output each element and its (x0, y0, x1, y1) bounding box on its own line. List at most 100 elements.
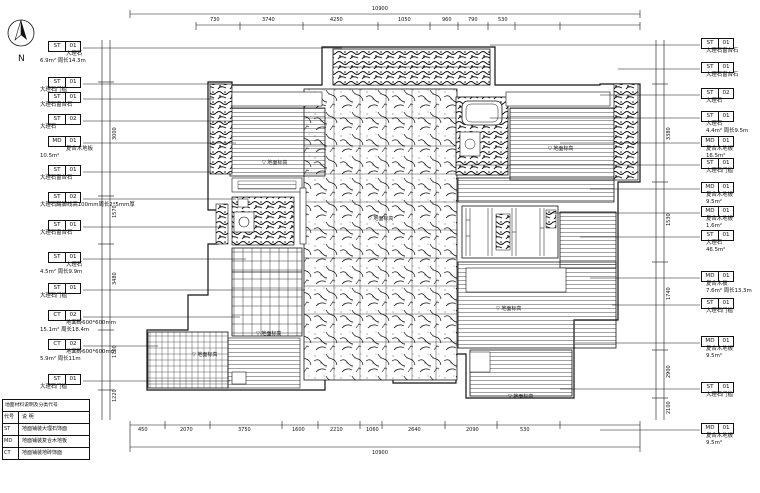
material-number: 01 (722, 208, 730, 214)
material-desc: 复合木地板 (706, 192, 733, 198)
kitchen-tile-grid (231, 247, 303, 337)
material-code: CT (49, 340, 66, 349)
material-desc: 复合木地板 (66, 146, 93, 152)
material-desc: 大理石 (706, 121, 723, 127)
material-number: 01 (722, 300, 730, 306)
balcony-tile-grid (147, 331, 229, 389)
material-desc: 大理石门槛 (40, 87, 67, 93)
material-code: ST (702, 299, 719, 308)
material-desc: 大理石门槛 (40, 384, 67, 390)
left-dim: 3000 (112, 127, 118, 140)
left-dim: 1700 (112, 345, 118, 358)
room-level-tag: ▽ 地面标高 (262, 160, 288, 166)
material-code: ST (49, 253, 66, 262)
bottom-dim: 2640 (408, 427, 421, 433)
material-desc: 大理石窗台石 (706, 72, 739, 78)
right-dim: 3380 (666, 127, 672, 140)
left-dim: 1220 (112, 389, 118, 402)
material-number: 02 (69, 341, 77, 347)
material-code: ST (49, 93, 66, 102)
material-desc: 4.4m² 周长9.5m (706, 127, 749, 134)
dimension-lines (98, 10, 668, 452)
material-desc: 4.5m² 周长9.9m (40, 268, 83, 275)
material-code: ST (49, 115, 66, 124)
material-number: 01 (69, 285, 77, 291)
material-desc: 9.5m² (706, 198, 722, 205)
material-number: 01 (69, 79, 77, 85)
material-desc: 大理石 (66, 262, 83, 268)
material-desc: 大理石 (40, 124, 57, 130)
material-number: 01 (69, 138, 77, 144)
material-number: 01 (69, 94, 77, 100)
material-desc: 15.1m² 周长18.4m (40, 326, 90, 333)
material-code: MD (49, 137, 66, 146)
legend-desc: 地面铺装地砖饰面 (22, 450, 63, 456)
material-number: 01 (722, 40, 730, 46)
material-desc: 复合木地板 (706, 146, 733, 152)
material-desc: 大理石 (66, 51, 83, 57)
material-code: ST (702, 39, 719, 48)
left-dim: 1570 (112, 205, 118, 218)
right-dim: 2100 (666, 401, 672, 414)
material-desc: 9.5m² (706, 439, 722, 446)
legend-code: CT (3, 448, 19, 459)
material-number: 01 (69, 376, 77, 382)
material-desc: 46.5m² (706, 246, 726, 253)
material-desc: 大理石踢脚线高100mm周长2*5mm厚 (40, 202, 135, 208)
material-code: ST (49, 42, 66, 51)
bottom-dim: 2070 (180, 427, 193, 433)
material-number: 01 (69, 222, 77, 228)
right-balcony-marble (613, 83, 639, 181)
top-dim: 960 (442, 17, 452, 23)
material-number: 01 (722, 160, 730, 166)
material-number: 01 (722, 273, 730, 279)
material-code: ST (49, 166, 66, 175)
material-code: MD (702, 272, 719, 281)
material-desc: 6.9m² 周长14.3m (40, 57, 86, 64)
material-number: 01 (722, 64, 730, 70)
left-dim: 3480 (112, 272, 118, 285)
material-desc: 地面砖600*600mm (66, 320, 116, 326)
bottom-dim: 2090 (466, 427, 479, 433)
top-dim: 730 (210, 17, 220, 23)
top-dim: 4250 (330, 17, 343, 23)
legend-code: 代号 (3, 412, 19, 423)
north-label: N (18, 54, 25, 64)
material-number: 01 (722, 338, 730, 344)
material-number: 01 (722, 232, 730, 238)
top-dim: 790 (468, 17, 478, 23)
material-desc: 大理石窗台石 (40, 230, 73, 236)
bottom-dim: 1060 (366, 427, 379, 433)
material-code: ST (702, 112, 719, 121)
legend-row: 代号说 明 (3, 412, 89, 424)
bottom-dim: 1600 (292, 427, 305, 433)
material-code: ST (49, 78, 66, 87)
material-desc: 复合木地板 (706, 433, 733, 439)
material-desc: 5.9m² 周长11m (40, 355, 81, 362)
legend-title: 地面材料说明及分类代号 (5, 403, 58, 408)
material-number: 01 (69, 167, 77, 173)
material-code: CT (49, 311, 66, 320)
material-desc: 10.5m² (40, 152, 60, 159)
right-dim: 1530 (666, 213, 672, 226)
room-level-tag: ▽ 地面标高 (192, 352, 218, 358)
material-desc: 地面砖600*600mm (66, 349, 116, 355)
material-code: ST (49, 193, 66, 202)
left-balcony-marble (209, 83, 233, 175)
